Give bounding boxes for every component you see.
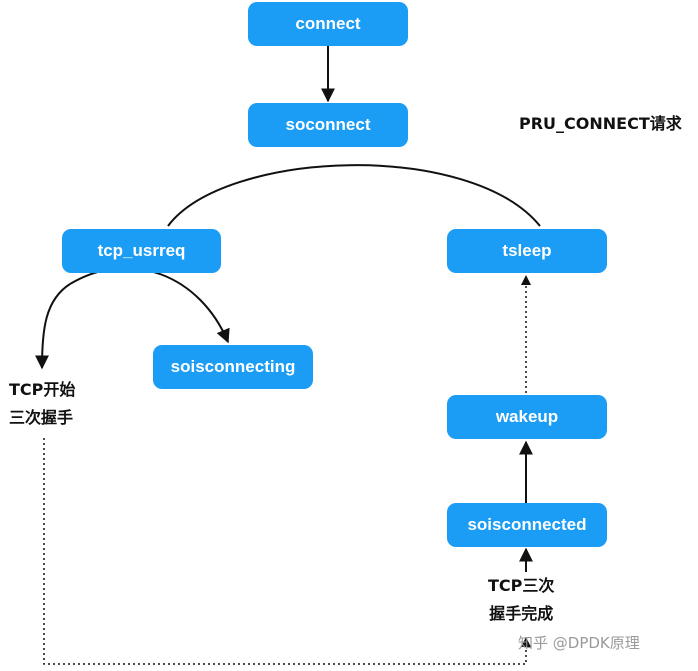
node-tcp-usrreq: tcp_usrreq [62, 229, 221, 273]
dotted-tsleep-arrowhead [521, 275, 531, 285]
node-soconnect: soconnect [248, 103, 408, 147]
dotted-loop-arrowhead [521, 637, 531, 647]
dotted-loop-handshake [43, 438, 527, 665]
arc-soconnect-branches [167, 164, 541, 227]
node-soisconnected: soisconnected [447, 503, 607, 547]
watermark: 知乎 @DPDK原理 [518, 634, 640, 652]
label-tcp-start-line1: TCP开始 [9, 380, 76, 399]
label-tcp-start: TCP开始 三次握手 [9, 376, 75, 432]
node-wakeup: wakeup [447, 395, 607, 439]
node-connect: connect [248, 2, 408, 46]
label-tcp-start-line2: 三次握手 [9, 408, 74, 427]
label-tcp-done-line1: TCP三次 [488, 576, 555, 595]
node-soisconnecting: soisconnecting [153, 345, 313, 389]
label-tcp-done: TCP三次 握手完成 [488, 572, 554, 628]
node-tsleep: tsleep [447, 229, 607, 273]
arrow-usrreq-soisconnecting [69, 267, 230, 344]
label-tcp-done-line2: 握手完成 [489, 604, 554, 623]
label-pru-connect: PRU_CONNECT请求 [519, 114, 682, 133]
arrow-usrreq-tcpstart [35, 283, 71, 370]
